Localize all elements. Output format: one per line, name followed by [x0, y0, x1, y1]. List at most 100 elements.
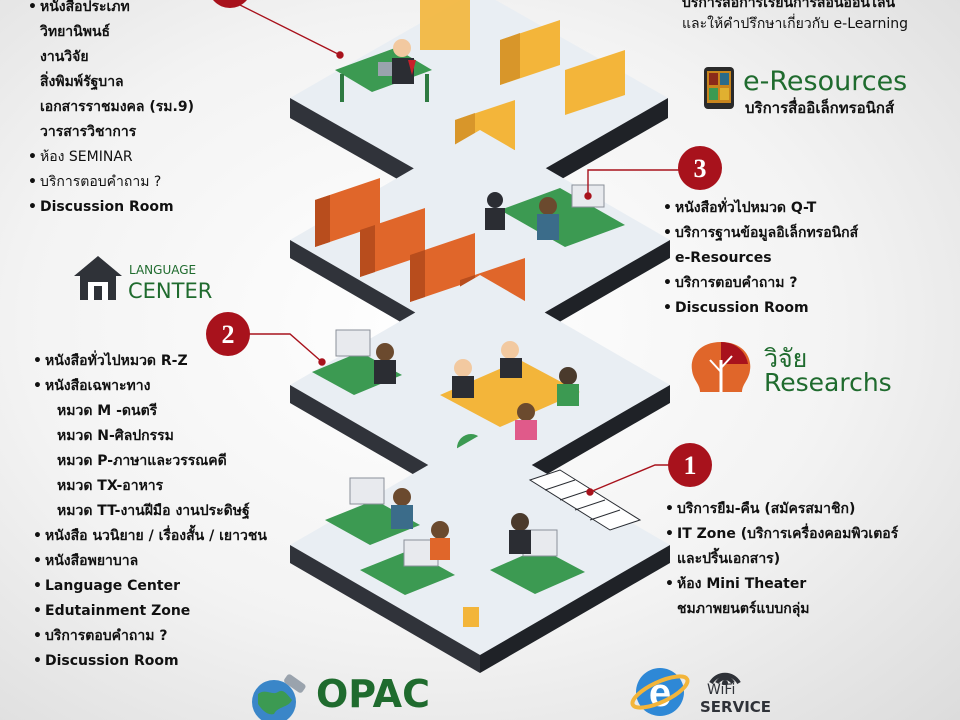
- list-item-text: บริการตอบคำถาม ?: [40, 174, 162, 190]
- bullet-icon: •: [665, 501, 674, 517]
- bullet-icon: •: [28, 0, 37, 15]
- floor-4-services-list: •หนังสือประเภทวิทยานิพนธ์งานวิจัยสิ่งพิม…: [28, 0, 194, 220]
- badge-floor-1-number: 1: [684, 451, 697, 480]
- list-item-text: บริการตอบคำถาม ?: [45, 628, 168, 644]
- bullet-icon: •: [33, 378, 42, 394]
- list-item-text: e-Resources: [675, 250, 772, 266]
- list-item: •หนังสือทั่วไปหมวด Q-T: [663, 196, 858, 221]
- list-item: •IT Zone (บริการเครื่องคอมพิวเตอร์: [665, 522, 898, 547]
- list-item-text: Language Center: [45, 578, 180, 594]
- list-item: •หนังสือ นวนิยาย / เรื่องสั้น / เยาวชน: [33, 524, 267, 549]
- globe-icon: [252, 674, 306, 720]
- list-item-text: หนังสือ นวนิยาย / เรื่องสั้น / เยาวชน: [45, 528, 267, 544]
- list-item: •ห้อง SEMINAR: [28, 145, 194, 170]
- list-item-text: ห้อง SEMINAR: [40, 149, 133, 165]
- list-item: •Discussion Room: [28, 195, 194, 220]
- bullet-icon: •: [663, 200, 672, 216]
- list-item: •ห้อง Mini Theater: [665, 572, 898, 597]
- eresources-title: e-Resources: [743, 66, 908, 97]
- floor-3-services-list: •หนังสือทั่วไปหมวด Q-T•บริการฐานข้อมูลอิ…: [663, 196, 858, 321]
- list-item: หมวด P-ภาษาและวรรณคดี: [33, 449, 267, 474]
- list-item: •หนังสือเฉพาะทาง: [33, 374, 267, 399]
- opac-label: OPAC: [316, 672, 430, 716]
- language-center-line-1: LANGUAGE: [129, 263, 197, 277]
- bullet-icon: •: [663, 275, 672, 291]
- list-item-text: ห้อง Mini Theater: [677, 576, 807, 592]
- bullet-icon: •: [33, 653, 42, 669]
- list-item: •บริการฐานข้อมูลอิเล็กทรอนิกส์: [663, 221, 858, 246]
- badge-floor-2-number: 2: [222, 320, 235, 349]
- list-item: •Discussion Room: [33, 649, 267, 674]
- bullet-icon: •: [28, 174, 37, 190]
- list-item: หมวด N-ศิลปกรรม: [33, 424, 267, 449]
- bullet-icon: •: [665, 576, 674, 592]
- list-item-text: บริการยืม-คืน (สมัครสมาชิก): [677, 501, 856, 517]
- list-item-text: IT Zone (บริการเครื่องคอมพิวเตอร์: [677, 526, 899, 542]
- list-item-text: เอกสารราชมงคล (รม.9): [40, 99, 194, 115]
- list-item-text: ชมภาพยนตร์แบบกลุ่ม: [677, 601, 810, 617]
- list-item: e-Resources: [663, 246, 858, 271]
- elearning-line-1: บริการสื่อการเรียนการสอนออนไลน์: [682, 0, 896, 11]
- globe-icon-ie: e: [630, 668, 690, 716]
- list-item: หมวด TX-อาหาร: [33, 474, 267, 499]
- bullet-icon: •: [33, 603, 42, 619]
- language-center-line-2: CENTER: [128, 279, 213, 303]
- list-item-text: หมวด P-ภาษาและวรรณคดี: [57, 453, 227, 469]
- bullet-icon: •: [28, 199, 37, 215]
- badge-floor-1: 1: [668, 443, 712, 487]
- list-item: วิทยานิพนธ์: [28, 20, 194, 45]
- list-item-text: หนังสือทั่วไปหมวด Q-T: [675, 200, 817, 216]
- wifi-icon: [709, 672, 741, 685]
- list-item-text: หมวด TX-อาหาร: [57, 478, 164, 494]
- list-item: •Discussion Room: [663, 296, 858, 321]
- list-item: •บริการตอบคำถาม ?: [33, 624, 267, 649]
- wifi-line-1: WiFi: [707, 682, 736, 698]
- list-item: วารสารวิชาการ: [28, 120, 194, 145]
- list-item: และปริ้นเอกสาร): [665, 547, 898, 572]
- wifi-line-2: SERVICE: [700, 698, 772, 716]
- house-icon: [74, 256, 122, 300]
- eresources-subtitle: บริการสื่ออิเล็กทรอนิกส์: [745, 99, 895, 117]
- list-item-text: หนังสือพยาบาล: [45, 553, 139, 569]
- list-item: หมวด TT-งานฝีมือ งานประดิษฐ์: [33, 499, 267, 524]
- list-item: •บริการตอบคำถาม ?: [28, 170, 194, 195]
- list-item: •Language Center: [33, 574, 267, 599]
- floor-1-services-list: •บริการยืม-คืน (สมัครสมาชิก)•IT Zone (บร…: [665, 497, 898, 622]
- list-item-text: หมวด M -ดนตรี: [57, 403, 158, 419]
- tree-head-icon: [691, 342, 751, 392]
- badge-floor-3: 3: [678, 146, 722, 190]
- list-item-text: บริการฐานข้อมูลอิเล็กทรอนิกส์: [675, 225, 859, 241]
- badge-floor-2: 2: [206, 312, 250, 356]
- list-item-text: หมวด N-ศิลปกรรม: [57, 428, 174, 444]
- bullet-icon: •: [33, 553, 42, 569]
- list-item-text: หนังสือประเภท: [40, 0, 130, 15]
- research-line-1: วิจัย: [764, 344, 808, 373]
- list-item-text: งานวิจัย: [40, 49, 89, 65]
- list-item: งานวิจัย: [28, 45, 194, 70]
- floor-1-slab: [290, 435, 670, 673]
- bullet-icon: •: [665, 526, 674, 542]
- list-item: •หนังสือพยาบาล: [33, 549, 267, 574]
- floor-1-staircase: [528, 469, 642, 531]
- list-item-text: Edutainment Zone: [45, 603, 191, 619]
- bullet-icon: •: [33, 628, 42, 644]
- elearning-line-2: และให้คำปรึกษาเกี่ยวกับ e-Learning: [682, 16, 908, 32]
- list-item: •บริการยืม-คืน (สมัครสมาชิก): [665, 497, 898, 522]
- list-item-text: Discussion Room: [40, 199, 174, 215]
- list-item-text: Discussion Room: [675, 300, 809, 316]
- list-item-text: วารสารวิชาการ: [40, 124, 137, 140]
- list-item: •บริการตอบคำถาม ?: [663, 271, 858, 296]
- bullet-icon: •: [28, 149, 37, 165]
- bullet-icon: •: [663, 225, 672, 241]
- list-item-text: Discussion Room: [45, 653, 179, 669]
- research-line-2: Researchs: [764, 368, 892, 397]
- bullet-icon: •: [33, 353, 42, 369]
- list-item: •Edutainment Zone: [33, 599, 267, 624]
- list-item-text: หนังสือทั่วไปหมวด R-Z: [45, 353, 188, 369]
- list-item-text: หมวด TT-งานฝีมือ งานประดิษฐ์: [57, 503, 250, 519]
- list-item-text: วิทยานิพนธ์: [40, 24, 111, 40]
- list-item-text: และปริ้นเอกสาร): [677, 551, 781, 567]
- list-item-text: หนังสือเฉพาะทาง: [45, 378, 151, 394]
- list-item-text: สิ่งพิมพ์รัฐบาล: [40, 74, 124, 90]
